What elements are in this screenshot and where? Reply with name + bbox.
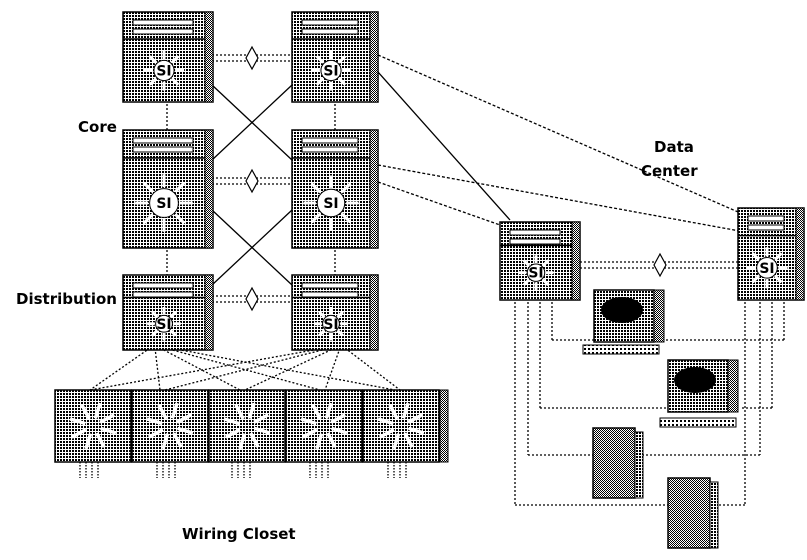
switch-hub: [320, 59, 342, 82]
switch-front-slot: [301, 19, 359, 26]
links-dc-servers: [514, 298, 785, 506]
workstation-keyboard: [582, 344, 660, 355]
server-icon: [667, 477, 711, 549]
label-core: Core: [78, 118, 117, 136]
port-stubs: [79, 462, 407, 478]
switch-front-slot: [132, 282, 194, 289]
switch-front-slot: [301, 28, 359, 35]
access-switch-3[interactable]: [208, 389, 286, 463]
access-switch-icon: [362, 389, 440, 463]
workstation-side: [727, 359, 739, 413]
switch-front-slot: [747, 215, 785, 222]
multilayer-switch-core-right-mid[interactable]: SI: [291, 129, 379, 249]
workstation-keyboard: [659, 417, 737, 428]
link-core-dc-left: [377, 71, 511, 221]
switch-front-slot: [509, 238, 561, 245]
access-switches: [54, 389, 449, 463]
switch-side: [204, 11, 214, 103]
links-dist-access: [89, 347, 401, 391]
switch-side: [369, 11, 379, 103]
label-distribution: Distribution: [16, 290, 117, 308]
multilayer-switch-core-right-top[interactable]: SI: [291, 11, 379, 103]
server-side: [709, 481, 719, 549]
multilayer-switch-icon: [122, 11, 214, 103]
switch-label: SI: [323, 64, 338, 80]
access-switch-2[interactable]: [131, 389, 209, 463]
switch-label: SI: [759, 261, 774, 277]
switch-label: SI: [323, 317, 338, 333]
switch-front-slot: [132, 137, 194, 144]
multilayer-switch-core-left-top[interactable]: SI: [122, 11, 214, 103]
switch-hub: [756, 256, 778, 279]
switch-label: SI: [323, 196, 338, 212]
switch-hub: [322, 314, 340, 333]
multilayer-switches: SI SI SI SI SI SI SI SI: [122, 11, 805, 351]
switch-hub: [316, 188, 346, 218]
multilayer-switch-dc-left[interactable]: SI: [499, 221, 581, 301]
redundant-link-icon: [245, 45, 259, 71]
label-wiring-closet: Wiring Closet: [182, 525, 296, 543]
multilayer-switch-dist-right[interactable]: SI: [291, 274, 379, 351]
multilayer-switch-icon: [737, 207, 805, 301]
link-core-dc-right: [377, 54, 746, 216]
access-switch-icon: [208, 389, 286, 463]
switch-side: [369, 129, 379, 249]
switch-side: [204, 129, 214, 249]
link-x2b: [211, 209, 293, 286]
workstation-screen: [601, 297, 643, 323]
link-core2-dc-left: [377, 181, 501, 226]
switch-front-slot: [509, 229, 561, 236]
access-switch-icon: [54, 389, 132, 463]
workstation-screen: [674, 367, 716, 393]
workstation-1[interactable]: [582, 289, 665, 355]
access-switch-icon: [131, 389, 209, 463]
link-core2-dc-right: [377, 164, 746, 233]
switch-front-slot: [132, 291, 194, 298]
switch-side: [795, 207, 805, 301]
switch-front-slot: [301, 282, 359, 289]
switch-label: SI: [156, 196, 171, 212]
multilayer-switch-dc-right[interactable]: SI: [737, 207, 805, 301]
multilayer-switch-dist-left[interactable]: SI: [122, 274, 214, 351]
access-switch-5[interactable]: [362, 389, 440, 463]
switch-side: [571, 221, 581, 301]
link-x1b: [211, 84, 293, 161]
redundant-link-icon: [245, 168, 259, 194]
switch-front-slot: [301, 291, 359, 298]
label-data-center-line2: Center: [641, 162, 698, 180]
access-switch-1[interactable]: [54, 389, 132, 463]
multilayer-switch-icon: [291, 11, 379, 103]
server-2[interactable]: [667, 477, 719, 549]
switch-hub: [149, 188, 179, 218]
switch-hub: [526, 263, 546, 282]
switch-front-slot: [132, 28, 194, 35]
multilayer-switch-core-left-mid[interactable]: SI: [122, 129, 214, 249]
redundant-link-icons: [245, 45, 667, 312]
server-icon: [592, 427, 636, 499]
workstation-side: [653, 289, 665, 343]
access-switch-icon: [285, 389, 363, 463]
switch-front-slot: [747, 224, 785, 231]
switch-front-slot: [301, 146, 359, 153]
switch-side: [369, 274, 379, 351]
switch-side: [204, 274, 214, 351]
switch-hub: [155, 314, 173, 333]
label-data-center-line1: Data: [654, 138, 694, 156]
access-switch-side: [439, 389, 449, 463]
server-1[interactable]: [592, 427, 644, 499]
access-switch-4[interactable]: [285, 389, 363, 463]
switch-label: SI: [156, 317, 171, 333]
workstation-2[interactable]: [659, 359, 739, 428]
switch-front-slot: [132, 146, 194, 153]
switch-front-slot: [132, 19, 194, 26]
switch-label: SI: [528, 266, 543, 282]
redundant-link-icon: [245, 286, 259, 312]
switch-front-slot: [301, 137, 359, 144]
switch-hub: [153, 59, 175, 82]
switch-label: SI: [156, 64, 171, 80]
redundant-link-icon: [653, 252, 667, 278]
server-side: [634, 431, 644, 499]
